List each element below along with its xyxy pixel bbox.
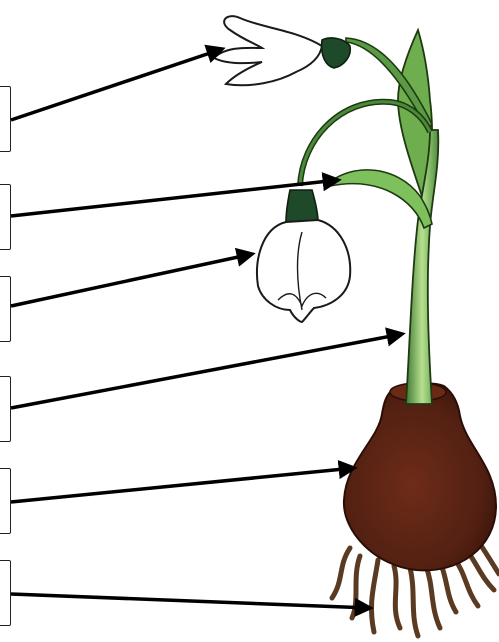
arrow-1: [11, 49, 222, 120]
lower-flower: [257, 190, 350, 322]
pointer-arrows: [11, 49, 402, 608]
arrow-6: [11, 594, 370, 608]
arrow-5: [11, 468, 354, 502]
arrow-3: [11, 254, 252, 306]
arrow-4: [11, 334, 402, 408]
top-flower: [214, 16, 350, 85]
bulb: [344, 383, 496, 570]
